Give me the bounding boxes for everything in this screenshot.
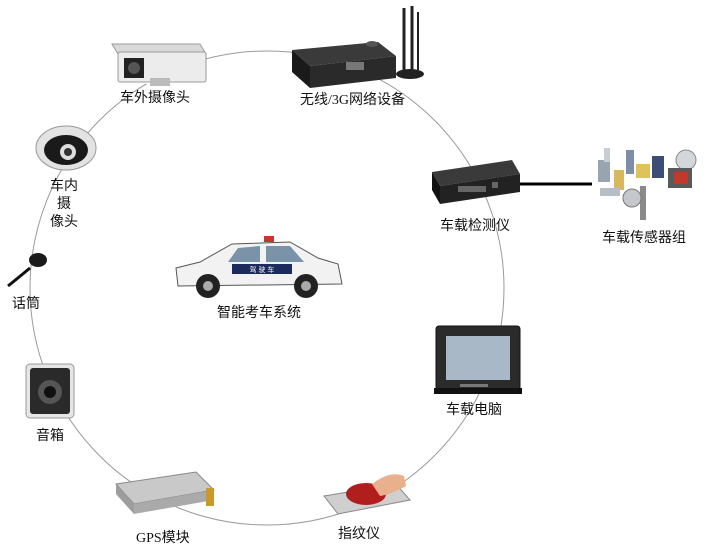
sensor-group-label: 车载传感器组 bbox=[602, 231, 686, 246]
gps-module-icon bbox=[115, 471, 216, 514]
exam-car-icon: 驾 驶 车 bbox=[175, 236, 343, 298]
microphone-label: 话筒 bbox=[12, 297, 40, 312]
gps-module-label: GPS模块 bbox=[136, 531, 190, 546]
indoor-camera-label-line1: 车内摄 bbox=[50, 179, 78, 212]
wireless-3g-label: 无线/3G网络设备 bbox=[300, 93, 405, 108]
system-ring bbox=[29, 50, 505, 526]
wireless-3g-device-icon bbox=[292, 6, 424, 88]
vehicle-detector-label: 车载检测仪 bbox=[440, 219, 510, 234]
center-system-label: 智能考车系统 bbox=[217, 306, 301, 321]
indoor-camera-icon bbox=[35, 125, 97, 171]
microphone-icon bbox=[7, 253, 47, 288]
outdoor-camera-label: 车外摄像头 bbox=[120, 91, 190, 106]
vehicle-detector-icon bbox=[432, 160, 520, 204]
sensor-group-icon bbox=[592, 136, 698, 224]
speaker-icon bbox=[25, 363, 75, 419]
indoor-camera-label-line2: 像头 bbox=[50, 215, 78, 230]
outdoor-camera-icon bbox=[110, 42, 207, 86]
vehicle-computer-label: 车载电脑 bbox=[446, 403, 502, 418]
fingerprint-reader-icon bbox=[323, 474, 411, 515]
speaker-label: 音箱 bbox=[36, 429, 64, 444]
fingerprint-label: 指纹仪 bbox=[338, 527, 380, 542]
indoor-camera-label: 车内摄 像头 bbox=[44, 178, 84, 232]
vehicle-computer-icon bbox=[434, 325, 522, 394]
car-plate-text: 驾 驶 车 bbox=[250, 265, 275, 274]
